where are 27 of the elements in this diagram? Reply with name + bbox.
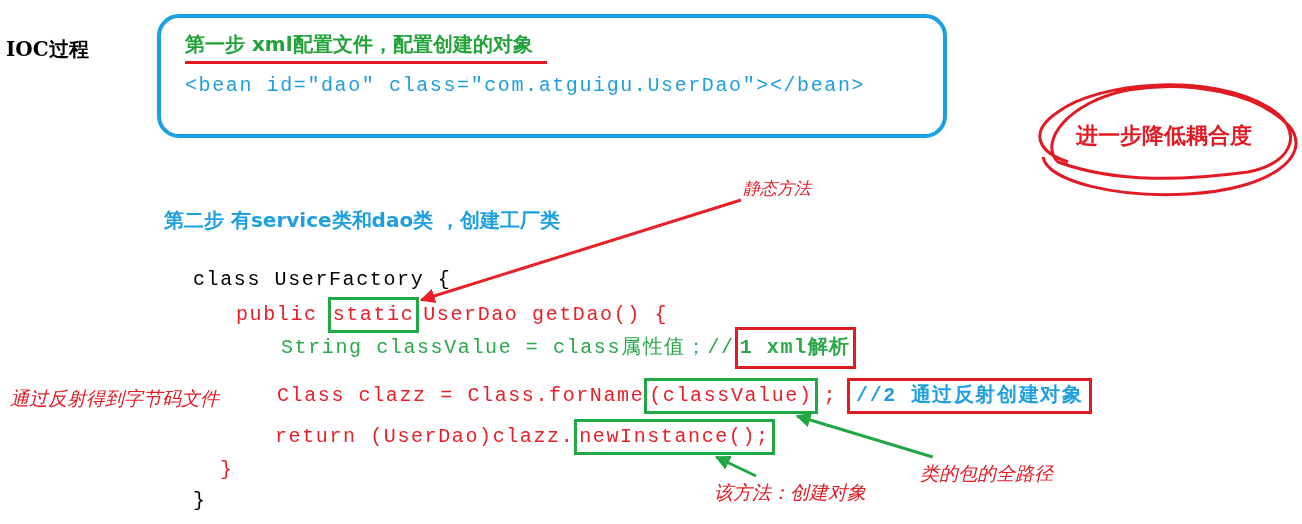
highlight-box: 1 xml解析 — [734, 327, 856, 369]
highlight-box: //2 通过反射创建对象 — [847, 378, 1093, 414]
annotation-text: 类的包的全路径 — [920, 459, 1053, 488]
code-text: public — [236, 305, 318, 325]
annotation-text: 通过反射得到字节码文件 — [10, 386, 219, 411]
highlight-box: newInstance(); — [574, 419, 775, 455]
code-text: UserDao getDao() { — [423, 305, 669, 325]
code-text: return (UserDao)clazz. — [275, 427, 575, 447]
code-text: Class clazz = Class.forName — [277, 386, 645, 406]
highlight-box: static — [327, 297, 420, 333]
annotation-text: 该方法：创建对象 — [714, 478, 866, 507]
code-text: } — [193, 489, 207, 512]
code-text: class UserFactory { — [193, 270, 452, 290]
arrow — [714, 455, 757, 478]
step-heading: 第二步 有service类和dao类 ，创建工厂类 — [164, 207, 561, 234]
annotation-text: 进一步降低耦合度 — [1076, 120, 1252, 150]
code-text: <bean id="dao" class="com.atguigu.UserDao"></bean> — [185, 76, 866, 96]
arrow — [419, 198, 742, 304]
arrow — [795, 412, 934, 459]
code-text: ; — [823, 386, 838, 406]
heading: IOC过程 — [6, 36, 89, 63]
code-text: String classValue = class属性值；// — [281, 338, 735, 358]
highlight-box: (classValue) — [644, 378, 818, 414]
step-card — [157, 14, 947, 138]
step-heading: 第一步 xml配置文件，配置创建的对象 — [185, 32, 547, 64]
annotation-text: 静态方法 — [743, 176, 811, 202]
code-text: } — [220, 458, 234, 481]
